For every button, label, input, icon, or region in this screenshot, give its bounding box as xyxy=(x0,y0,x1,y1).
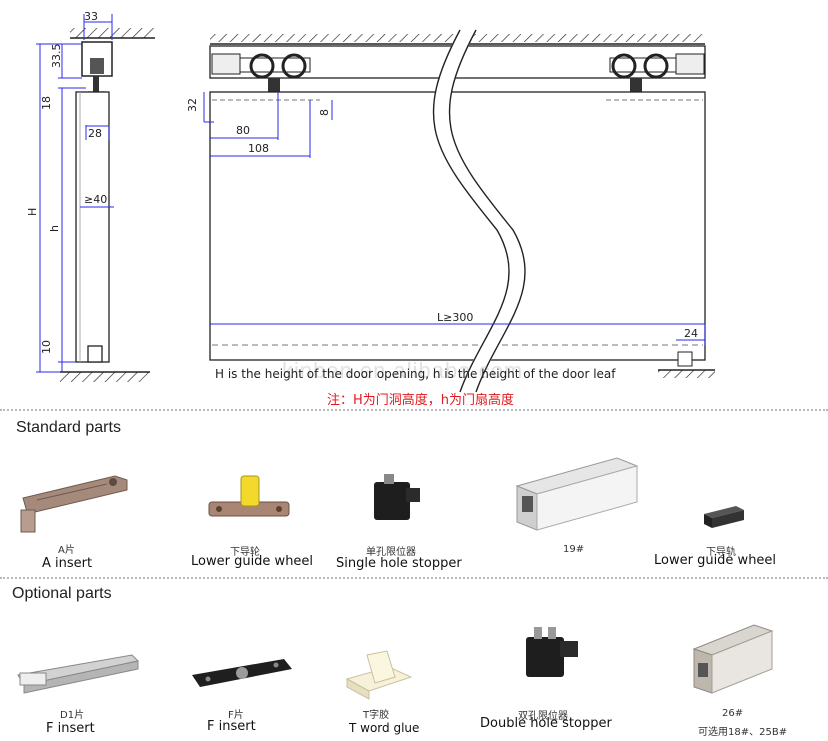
left-roller xyxy=(211,53,311,92)
lower-guide-rail-image xyxy=(704,506,744,528)
a-insert-cn: A片 xyxy=(58,545,75,556)
a-insert-image xyxy=(20,475,128,533)
dim-bottom-gap: 10 xyxy=(40,340,53,354)
installation-diagram: 33 33.5 18 28 ≥40 H h 10 xyxy=(26,10,715,395)
part-t-word-glue: T字胶 T word glue xyxy=(325,615,435,741)
part-d1-insert: D1片 F insert xyxy=(0,615,160,741)
dim-end-offset: 24 xyxy=(684,327,698,340)
t-word-glue-cn: T字胶 xyxy=(363,710,390,721)
rail-19-label: 19# xyxy=(563,544,585,555)
rail-26-alternatives: 可选用18#、25B# xyxy=(698,727,788,738)
part-19-rail: 19# xyxy=(505,450,645,575)
note-english: H is the height of the door opening, h i… xyxy=(215,367,616,381)
single-hole-stopper-image xyxy=(374,474,420,520)
rail-26-label: 26# xyxy=(722,708,744,719)
dim-offset-80: 80 xyxy=(236,124,250,137)
single-hole-stopper-en: Single hole stopper xyxy=(336,556,462,571)
d1-insert-image xyxy=(17,654,140,694)
separator-bottom xyxy=(0,577,828,579)
dim-offset-8: 8 xyxy=(318,109,331,116)
part-lower-guide-rail: 下导轨 Lower guide wheel xyxy=(650,450,820,575)
rail-26-image xyxy=(692,624,774,694)
dim-h: h xyxy=(48,225,61,232)
f-insert-image xyxy=(192,659,292,687)
separator-top xyxy=(0,409,828,411)
part-a-insert: A片 A insert xyxy=(0,450,160,575)
d1-insert-en: F insert xyxy=(46,721,95,736)
part-lower-guide-wheel: 下导轮 Lower guide wheel xyxy=(180,450,330,575)
double-hole-stopper-cn: 双孔限位器 xyxy=(518,711,568,722)
dim-offset-32: 32 xyxy=(186,98,199,112)
lower-guide-wheel-image xyxy=(208,475,290,517)
side-section-view: 33 33.5 18 28 ≥40 H h 10 xyxy=(26,10,155,382)
single-hole-stopper-cn: 单孔限位器 xyxy=(366,547,416,558)
f-insert-cn: F片 xyxy=(228,710,244,721)
double-hole-stopper-image xyxy=(526,627,578,677)
dim-top-width: 33 xyxy=(84,10,98,23)
lower-guide-wheel-en: Lower guide wheel xyxy=(191,554,314,569)
part-f-insert: F片 F insert xyxy=(180,615,310,741)
diagram-svg: 33 33.5 18 28 ≥40 H h 10 xyxy=(26,10,715,395)
note-chinese: 注：H为门洞高度，h为门扇高度 xyxy=(327,393,515,408)
lower-guide-rail-cn: 下导轨 xyxy=(706,547,736,558)
front-elevation-view: 32 80 108 8 L≥300 24 xyxy=(186,26,715,395)
double-hole-stopper-en: Double hole stopper xyxy=(480,716,612,731)
dim-plate-width: 28 xyxy=(88,127,102,140)
watermark: kinben.en.alibaba.com xyxy=(282,358,524,383)
dim-length: L≥300 xyxy=(437,311,473,324)
dim-rail-gap: 18 xyxy=(40,96,53,110)
part-double-hole-stopper: 双孔限位器 Double hole stopper xyxy=(470,615,630,741)
dim-clearance: ≥40 xyxy=(84,193,107,206)
a-insert-en: A insert xyxy=(42,556,93,571)
d1-insert-cn: D1片 xyxy=(60,710,85,721)
right-roller xyxy=(609,53,705,92)
standard-parts-title: Standard parts xyxy=(16,419,121,436)
t-word-glue-en: T word glue xyxy=(349,721,420,735)
dim-hanger-height: 33.5 xyxy=(50,44,63,69)
part-26-rail: 26# 可选用18#、25B# xyxy=(680,615,820,741)
optional-parts-title: Optional parts xyxy=(12,585,112,602)
dim-H: H xyxy=(26,208,39,216)
t-word-glue-image xyxy=(345,650,413,700)
rail-19-image xyxy=(515,457,638,531)
lower-guide-wheel-cn: 下导轮 xyxy=(230,547,260,558)
lower-guide-rail-en: Lower guide wheel xyxy=(654,553,777,568)
part-single-hole-stopper: 单孔限位器 Single hole stopper xyxy=(330,450,480,575)
f-insert-en: F insert xyxy=(207,719,256,734)
dim-offset-108: 108 xyxy=(248,142,269,155)
